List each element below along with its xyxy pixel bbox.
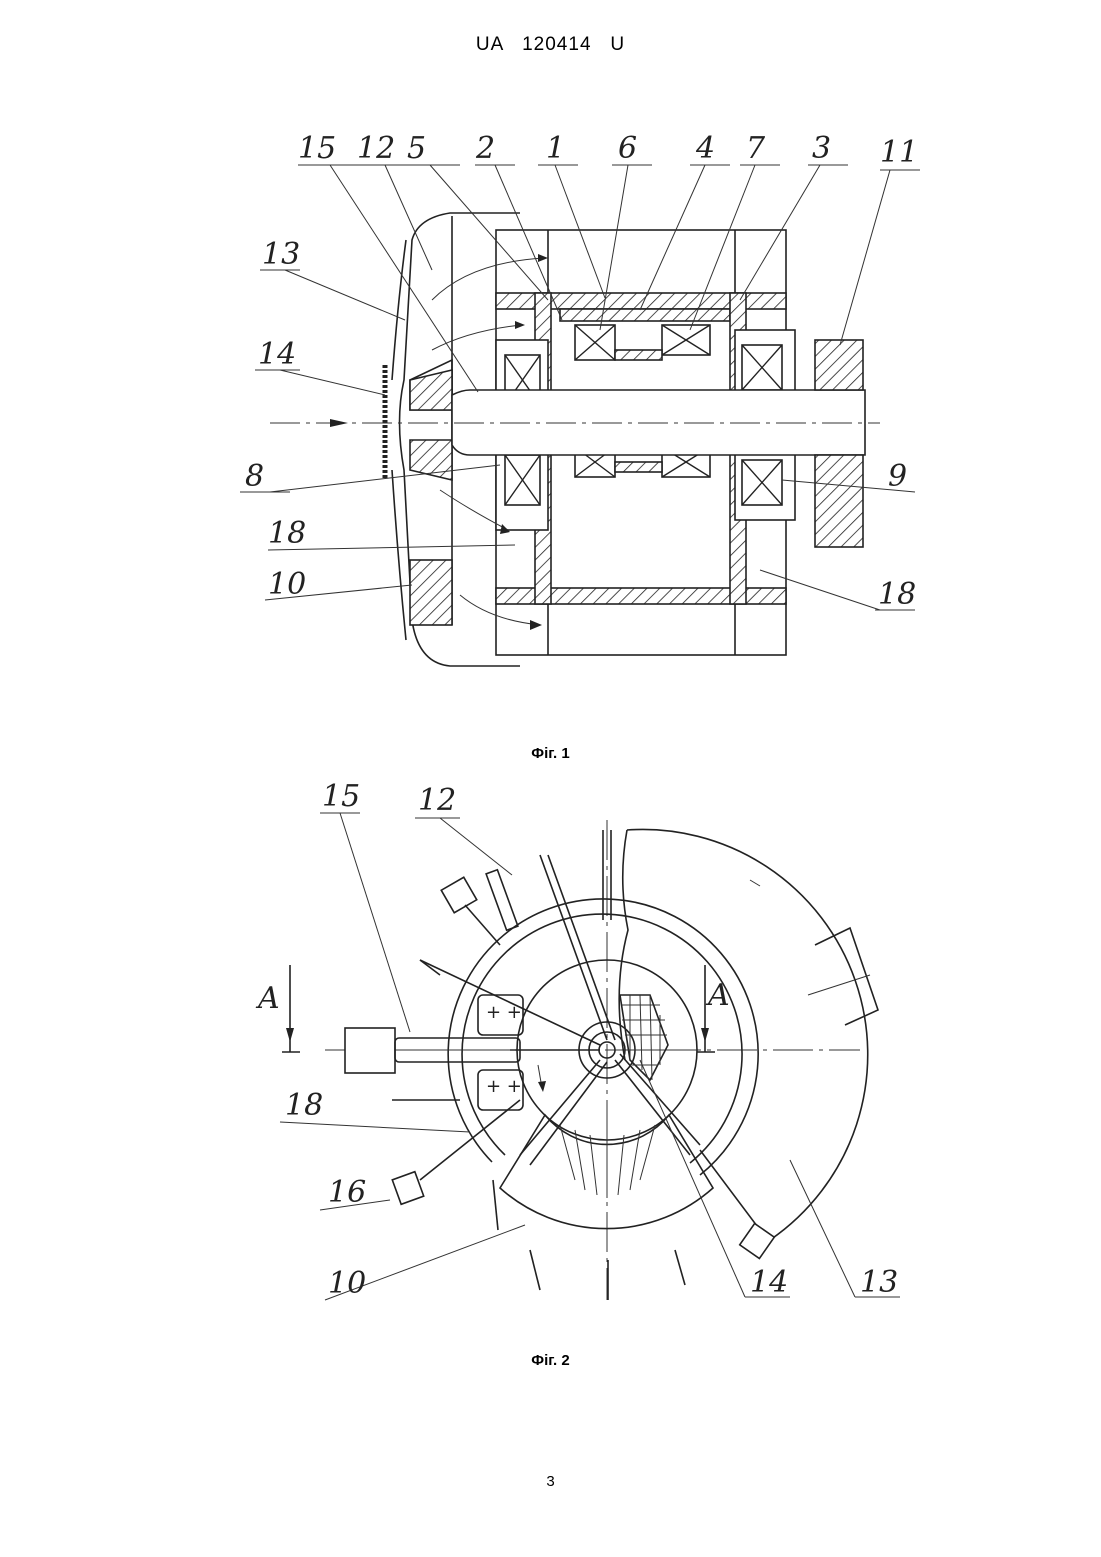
fig1-label-9: 9 bbox=[888, 459, 907, 494]
fig2-label-12: 12 bbox=[418, 783, 456, 818]
fig1-label-1: 1 bbox=[546, 131, 565, 166]
figure-2-drawing: + + + + 15 12 A A 18 16 10 14 13 bbox=[0, 770, 1101, 1370]
fig2-label-15: 15 bbox=[322, 779, 360, 814]
fig1-label-6: 6 bbox=[618, 131, 637, 166]
fig1-label-11: 11 bbox=[880, 135, 918, 170]
fig1-label-18-right: 18 bbox=[878, 577, 916, 612]
fig1-label-7: 7 bbox=[746, 131, 766, 166]
svg-text:+ +: + + bbox=[486, 1076, 522, 1097]
figure-1-caption: Фіг. 1 bbox=[0, 745, 1101, 762]
fig2-label-A-right: A bbox=[705, 978, 730, 1013]
figure-2-caption: Фіг. 2 bbox=[0, 1352, 1101, 1369]
fig2-label-18: 18 bbox=[285, 1088, 323, 1123]
fig1-label-13: 13 bbox=[262, 237, 300, 272]
fig1-label-4: 4 bbox=[695, 131, 715, 166]
fig1-label-3: 3 bbox=[812, 131, 831, 166]
page-number: 3 bbox=[0, 1473, 1101, 1490]
fig2-label-16: 16 bbox=[328, 1175, 366, 1210]
fig1-label-14: 14 bbox=[258, 337, 296, 372]
fig2-label-10: 10 bbox=[328, 1266, 366, 1301]
fig2-label-14: 14 bbox=[750, 1265, 788, 1300]
fig1-label-15: 15 bbox=[298, 131, 336, 166]
fig1-label-12: 12 bbox=[357, 131, 395, 166]
fig1-label-10: 10 bbox=[268, 567, 306, 602]
fig1-label-5: 5 bbox=[407, 131, 426, 166]
fig2-label-13: 13 bbox=[860, 1265, 898, 1300]
fig1-label-8: 8 bbox=[245, 459, 264, 494]
fig1-label-2: 2 bbox=[475, 131, 495, 166]
svg-text:+ +: + + bbox=[486, 1002, 522, 1023]
fig2-label-A-left: A bbox=[255, 981, 280, 1016]
fig1-label-18-left: 18 bbox=[268, 516, 306, 551]
figure-1-drawing: 15 12 5 2 1 6 4 7 3 11 13 14 8 18 10 9 1… bbox=[0, 0, 1101, 720]
